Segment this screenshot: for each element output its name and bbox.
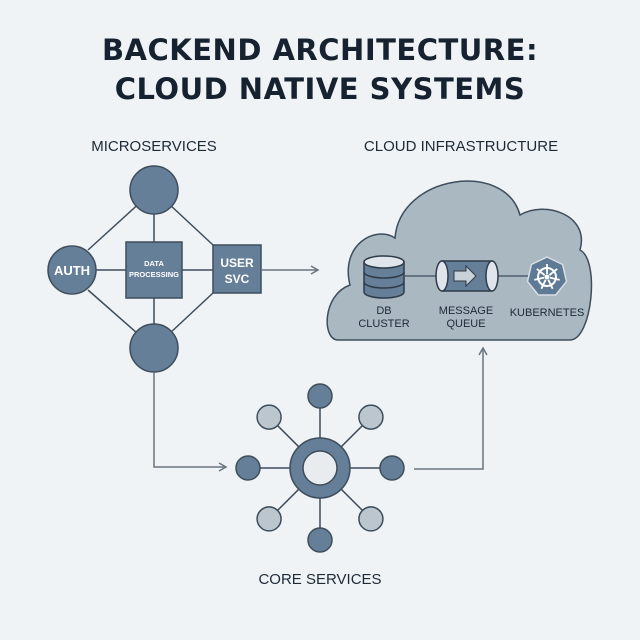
- db-cluster-label-2: CLUSTER: [358, 318, 409, 330]
- core-service-satellite-node[interactable]: [307, 383, 333, 409]
- core-service-satellite-node[interactable]: [235, 455, 261, 481]
- auth-node-label: AUTH: [54, 263, 90, 278]
- database-icon: [363, 255, 405, 299]
- user-svc-node[interactable]: USER SVC: [212, 244, 262, 294]
- arrow-core-to-cloud: [414, 346, 488, 470]
- page-title-line2: CLOUD NATIVE SYSTEMS: [115, 72, 526, 106]
- microservice-node-bottom[interactable]: [129, 323, 179, 373]
- helm-spoke: [549, 276, 560, 281]
- data-processing-label-1: DATA: [144, 259, 164, 268]
- kubernetes-helm-icon: [526, 256, 568, 296]
- core-service-satellite-node[interactable]: [256, 506, 282, 532]
- core-services-hub: [235, 383, 405, 553]
- core-services-label: CORE SERVICES: [258, 571, 381, 588]
- db-cluster-label-1: DB: [376, 305, 391, 317]
- message-queue-label-1: MESSAGE: [439, 305, 493, 317]
- message-queue[interactable]: MESSAGE QUEUE: [435, 260, 499, 330]
- data-processing-label-2: PROCESSING: [129, 270, 179, 279]
- user-svc-label-2: SVC: [225, 272, 250, 286]
- microservices-cluster: AUTH DATA PROCESSING USER SVC: [47, 165, 262, 373]
- auth-node-circle[interactable]: [47, 245, 97, 295]
- message-queue-icon: [435, 260, 499, 292]
- helm-spoke: [536, 268, 546, 276]
- db-cluster[interactable]: DB CLUSTER: [358, 255, 410, 330]
- data-processing-node[interactable]: DATA PROCESSING: [125, 241, 183, 299]
- helm-spoke: [548, 268, 558, 276]
- core-hub-center: [302, 450, 338, 486]
- hub-spoke: [277, 488, 300, 511]
- helm-spoke: [547, 279, 554, 290]
- user-svc-label-1: USER: [220, 256, 254, 270]
- data-processing-box[interactable]: [125, 241, 183, 299]
- hub-spoke: [340, 488, 363, 511]
- kubernetes[interactable]: KUBERNETES: [510, 256, 585, 319]
- arrow-right-icon: [453, 264, 477, 288]
- core-service-satellite-node[interactable]: [358, 506, 384, 532]
- page-title-line1: BACKEND ARCHITECTURE:: [102, 33, 538, 67]
- core-service-satellite-node[interactable]: [256, 404, 282, 430]
- hub-spoke: [340, 425, 363, 448]
- microservices-label: MICROSERVICES: [91, 138, 217, 155]
- helm-spoke: [540, 279, 547, 290]
- auth-node[interactable]: AUTH: [47, 245, 97, 295]
- microservice-node-top[interactable]: [129, 165, 179, 215]
- cloud-infrastructure-label: CLOUD INFRASTRUCTURE: [364, 138, 558, 155]
- core-service-satellite-node[interactable]: [358, 404, 384, 430]
- message-queue-label-2: QUEUE: [446, 318, 485, 330]
- core-service-satellite-node[interactable]: [379, 455, 405, 481]
- cloud-infrastructure: DB CLUSTER MESSAGE QUEUE KUBERNETES: [326, 180, 593, 341]
- core-service-satellite-node[interactable]: [307, 527, 333, 553]
- helm-spoke: [534, 276, 545, 281]
- kubernetes-label: KUBERNETES: [510, 307, 585, 319]
- user-svc-box[interactable]: [212, 244, 262, 294]
- hub-spoke: [277, 425, 300, 448]
- arrow-microservices-to-core: [153, 372, 228, 472]
